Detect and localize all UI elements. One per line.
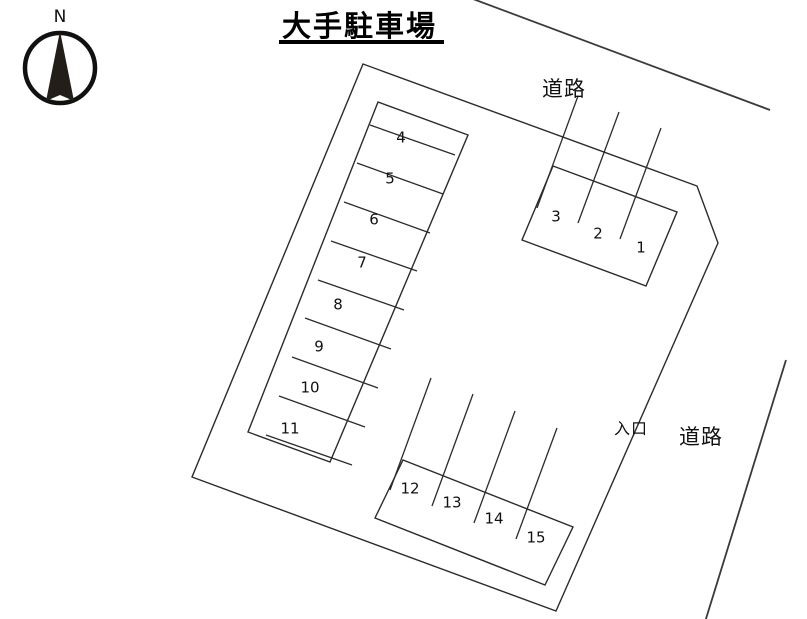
stall-number-7: 7 [357, 254, 367, 272]
stall-divider [515, 427, 558, 540]
stall-divider [278, 395, 366, 428]
stall-divider [304, 317, 392, 350]
stall-number-6: 6 [369, 211, 379, 229]
stall-divider [343, 201, 431, 234]
road-line-top [473, 0, 771, 111]
stall-divider [356, 162, 444, 195]
stall-number-5: 5 [385, 170, 395, 188]
stall-number-12: 12 [400, 480, 419, 498]
stall-divider [330, 240, 418, 272]
stall-divider [265, 434, 353, 466]
lot-boundary [191, 63, 719, 612]
stall-divider [431, 393, 474, 507]
stall-divider [536, 95, 579, 209]
entrance-label: 入口 [614, 419, 648, 438]
stall-number-11: 11 [280, 420, 299, 438]
page-title-group: 大手駐車場 [279, 9, 444, 44]
road-label-right: 道路 [679, 425, 723, 449]
stall-divider [389, 377, 432, 491]
stall-number-1: 1 [636, 239, 646, 257]
compass-rose: N [22, 7, 98, 106]
stall-number-14: 14 [484, 510, 503, 528]
stall-number-8: 8 [333, 296, 343, 314]
stall-divider [317, 279, 405, 311]
stall-divider [619, 127, 662, 240]
stall-number-9: 9 [314, 338, 324, 356]
compass-north-arrow-icon [46, 31, 74, 101]
road-label-top: 道路 [542, 77, 586, 101]
compass-north-label: N [54, 7, 67, 27]
stall-number-4: 4 [396, 129, 406, 147]
stall-number-2: 2 [593, 225, 603, 243]
stall-dividers-right [536, 95, 662, 240]
stall-divider [473, 410, 516, 524]
stall-dividers-bottom [389, 377, 558, 540]
stall-divider [369, 124, 456, 156]
stall-number-10: 10 [300, 379, 319, 397]
road-lines [473, 0, 787, 619]
stall-divider [291, 356, 379, 389]
stall-divider [577, 111, 620, 224]
road-line-right [704, 359, 787, 619]
stall-number-15: 15 [526, 529, 545, 547]
stall-number-3: 3 [551, 208, 561, 226]
stall-dividers-left [265, 124, 456, 466]
page-title: 大手駐車場 [282, 9, 437, 43]
stall-number-13: 13 [442, 494, 461, 512]
stall-block-left [247, 101, 469, 463]
